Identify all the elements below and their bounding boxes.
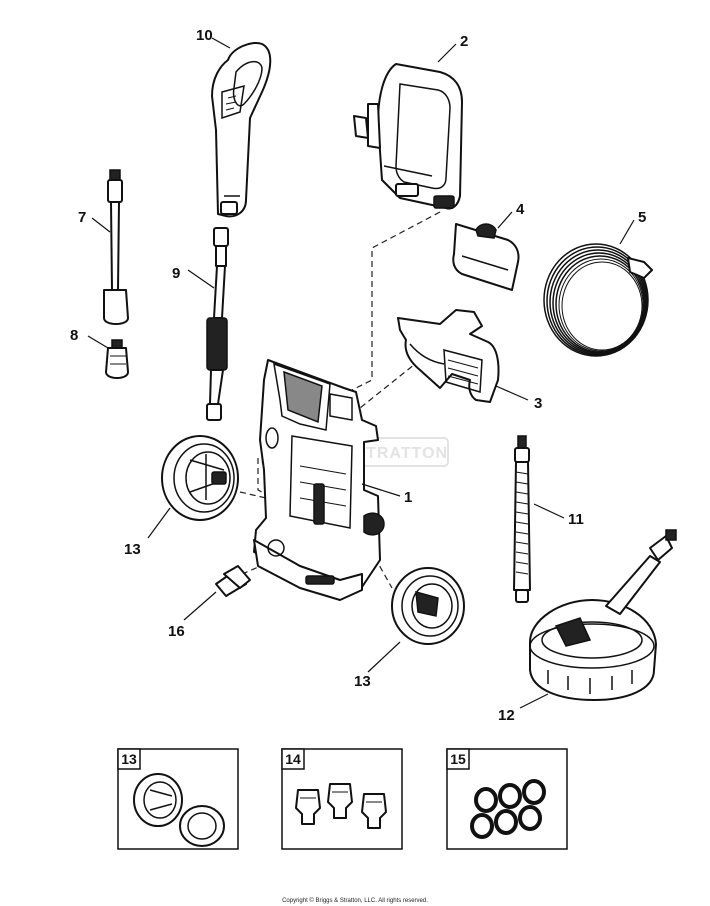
callout-11: 11 — [568, 511, 584, 528]
kit-box-14[interactable]: 14 — [281, 748, 403, 850]
kit-box-15[interactable]: 15 — [446, 748, 568, 850]
quick-connect-1 — [295, 789, 321, 825]
callout-4: 4 — [516, 201, 525, 218]
callout-2: 2 — [460, 33, 468, 50]
part-cover[interactable] — [452, 223, 520, 291]
kit-box-13[interactable]: 13 — [117, 748, 239, 850]
part-wheel-right[interactable] — [391, 567, 465, 645]
copyright-text: Copyright © Briggs & Stratton, LLC. All … — [282, 897, 428, 904]
callout-1: 1 — [404, 489, 412, 506]
assembly-lines — [239, 211, 441, 589]
callout-7: 7 — [78, 209, 86, 226]
callout-13-right: 13 — [354, 673, 371, 690]
callout-3: 3 — [534, 395, 542, 412]
callout-10: 10 — [196, 27, 213, 44]
callout-12: 12 — [498, 707, 515, 724]
part-wheel-left[interactable] — [161, 435, 239, 521]
part-lance[interactable] — [103, 169, 129, 325]
part-surface-cleaner[interactable] — [529, 529, 677, 701]
callout-5: 5 — [638, 209, 646, 226]
o-rings — [470, 779, 546, 839]
part-pressure-washer[interactable] — [253, 359, 385, 601]
quick-connect-3 — [361, 793, 387, 829]
part-nozzle[interactable] — [105, 339, 129, 379]
part-inlet-fitting[interactable] — [215, 565, 251, 597]
part-wand[interactable] — [206, 227, 229, 421]
callout-9: 9 — [172, 265, 180, 282]
kit-label-15: 15 — [450, 751, 466, 767]
kit-label-13: 13 — [121, 751, 137, 767]
part-hose[interactable] — [543, 243, 653, 357]
leader-lines — [87, 37, 635, 709]
part-gun-holder[interactable] — [397, 309, 500, 403]
callout-13-left: 13 — [124, 541, 141, 558]
callouts: 10 2 4 5 7 9 8 3 1 11 13 16 13 12 — [70, 27, 646, 724]
callout-8: 8 — [70, 327, 78, 344]
part-hose-bracket[interactable] — [353, 63, 463, 210]
part-turbo-nozzle[interactable] — [513, 435, 531, 603]
callout-16: 16 — [168, 623, 185, 640]
part-spray-gun[interactable] — [211, 42, 272, 218]
quick-connect-2 — [327, 783, 353, 819]
kit-label-14: 14 — [285, 751, 301, 767]
